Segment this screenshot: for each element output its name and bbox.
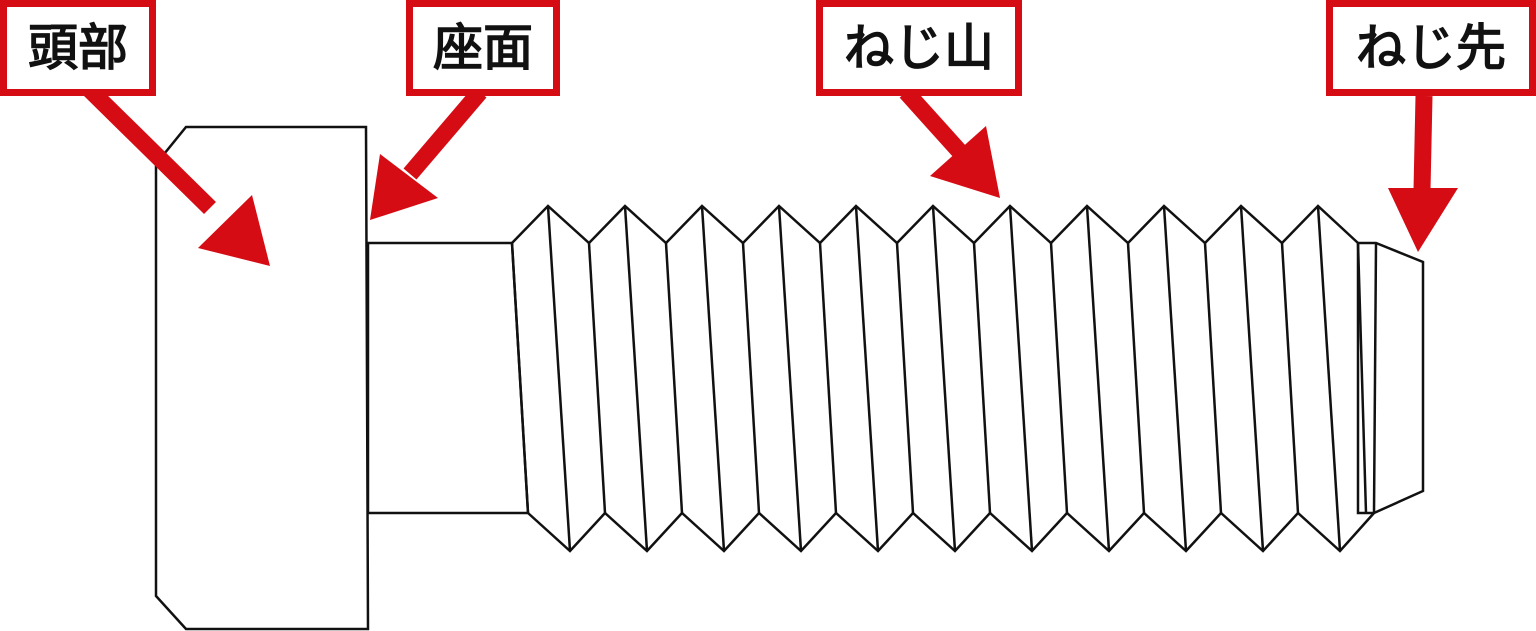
bolt-shank-outline (366, 241, 530, 515)
thread-root-line (1203, 242, 1223, 514)
label-seat: 座面 (406, 0, 560, 96)
thread-root-line (972, 242, 992, 514)
bolt-head-outline (154, 125, 370, 631)
thread-bottom-profile (527, 511, 1375, 553)
thread-root-line (818, 242, 838, 514)
thread-crest-line (700, 205, 726, 552)
thread-crest-line (1239, 205, 1265, 552)
thread-root-line (664, 242, 684, 514)
thread-crest-line (1316, 205, 1342, 552)
label-thread: ねじ山 (816, 0, 1022, 96)
bolt-tip-outline (1356, 241, 1425, 515)
arrow-thread (899, 86, 1000, 198)
thread-root-line (1049, 242, 1069, 514)
label-tip: ねじ先 (1326, 0, 1536, 96)
thread-section (510, 204, 1375, 553)
thread-root-line (1126, 242, 1146, 514)
thread-crest-line (1008, 205, 1034, 552)
thread-crest-line (546, 205, 572, 552)
thread-root-line (1280, 242, 1300, 514)
arrow-head (84, 83, 270, 266)
thread-crest-line (854, 205, 880, 552)
thread-root-line (895, 242, 915, 514)
thread-crest-line (777, 205, 803, 552)
thread-root-line (587, 242, 607, 514)
thread-crest-line (1085, 205, 1111, 552)
tip-chamfer-line (1372, 242, 1378, 514)
thread-crest-line (931, 205, 957, 552)
thread-root-line (741, 242, 761, 514)
arrow-seat (370, 86, 487, 220)
tip-thread-line (1356, 242, 1368, 514)
arrow-tip (1388, 95, 1458, 252)
label-head: 頭部 (0, 0, 156, 96)
thread-crest-line (1162, 205, 1188, 552)
thread-root-line (510, 242, 530, 514)
thread-crest-line (623, 205, 649, 552)
